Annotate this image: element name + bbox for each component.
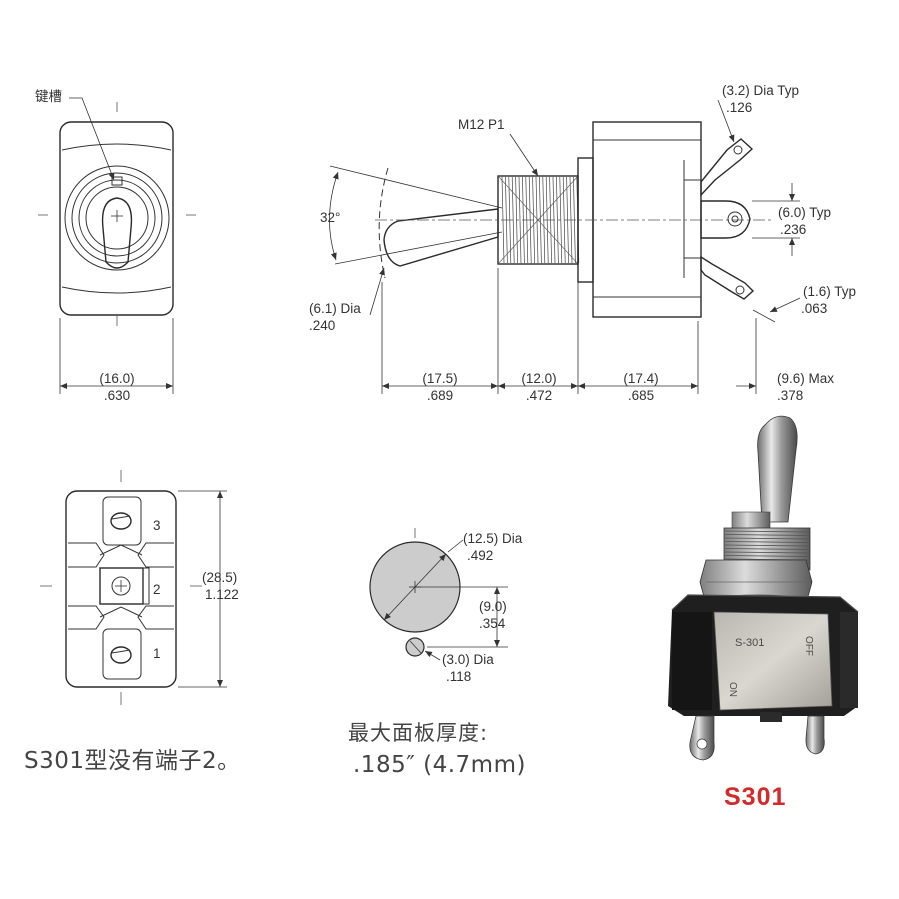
model-label: S301: [724, 783, 787, 811]
hole-dia-in: .126: [726, 100, 752, 115]
mount-dia-mm: (12.5) Dia: [463, 531, 523, 546]
length1-mm: (17.5): [422, 371, 457, 386]
lever-dia-in: .240: [309, 318, 335, 333]
terminal-thick-in: .063: [801, 301, 827, 316]
terminal-1-label: 1: [153, 646, 161, 661]
panel-thickness-note: .185″ (4.7mm): [353, 752, 526, 778]
hole-dia-mm: (3.2) Dia Typ: [722, 83, 799, 98]
terminal-2-label: 2: [153, 582, 161, 597]
front-width-mm: (16.0): [99, 371, 134, 386]
max-panel-note: 最大面板厚度:: [348, 721, 489, 745]
length3-in: .685: [628, 388, 654, 403]
length2-in: .472: [526, 388, 552, 403]
terminal-width-mm: (6.0) Typ: [778, 205, 831, 220]
length3-mm: (17.4): [623, 371, 658, 386]
side-view: 32° M12 P1 (3.2) Dia Typ .126 (6.0) Typ: [309, 83, 856, 403]
thread-label: M12 P1: [458, 117, 505, 132]
product-photo: S-301 OFF ON: [668, 415, 859, 761]
length1-in: .689: [427, 388, 453, 403]
terminal-3-label: 3: [153, 518, 161, 533]
angle-label: 32°: [320, 210, 340, 225]
mount-dia-in: .492: [467, 548, 493, 563]
spacing-mm: (9.0): [479, 599, 507, 614]
terminal-width-in: .236: [780, 222, 806, 237]
photo-marking-model: S-301: [735, 637, 764, 649]
key-dia-in: .118: [446, 669, 471, 684]
terminal-thick-mm: (1.6) Typ: [803, 284, 856, 299]
length4-mm: (9.6) Max: [777, 371, 834, 386]
bottom-view: 3 2 1 (28.5) 1.122: [40, 470, 239, 705]
photo-marking-off: OFF: [803, 636, 814, 656]
height-mm: (28.5): [202, 570, 237, 585]
key-dia-mm: (3.0) Dia: [442, 652, 494, 667]
length4-in: .378: [777, 388, 803, 403]
length2-mm: (12.0): [521, 371, 556, 386]
front-view: 键槽 (16.0) .630: [35, 89, 196, 403]
spacing-in: .354: [479, 616, 506, 631]
lever-dia-mm: (6.1) Dia: [309, 301, 361, 316]
front-width-in: .630: [104, 388, 130, 403]
panel-cutout-view: (12.5) Dia .492 (9.0) .354 (3.0) Dia .11…: [369, 528, 523, 684]
height-in: 1.122: [205, 587, 239, 602]
no-terminal-note: S301型没有端子2。: [24, 748, 241, 774]
keyway-label: 键槽: [35, 89, 62, 104]
photo-marking-on: ON: [727, 682, 738, 697]
